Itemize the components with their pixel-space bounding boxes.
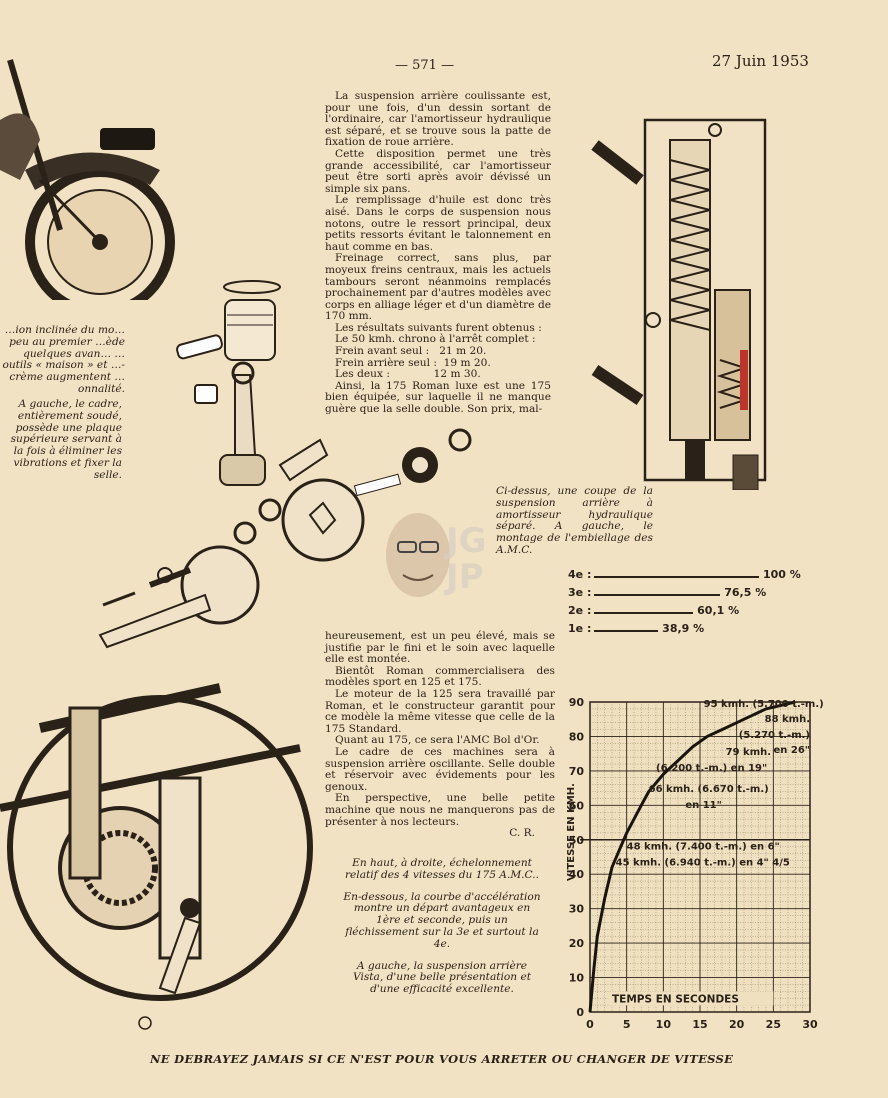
gear-label: 4e : (568, 568, 592, 581)
acceleration-curve (588, 700, 796, 1013)
y-tick-label: 90 (569, 696, 585, 709)
x-tick-label: 30 (802, 1018, 818, 1031)
y-tick-label: 60 (569, 799, 585, 812)
article-paragraph: Le remplissage d'huile est donc très ais… (325, 194, 551, 253)
article-column-bottom: heureusement, est un peu élevé, mais se … (325, 630, 555, 840)
y-tick-label: 70 (569, 765, 585, 778)
gear-row: 1e : 38,9 % (568, 622, 868, 640)
gear-row: 3e : 76,5 % (568, 586, 868, 604)
article-column-top: La suspension arrière coulissante est, p… (325, 90, 551, 416)
curve-annotation: 95 kmh. (5.700 t.-m.) (704, 699, 824, 710)
article-paragraph: Quant au 175, ce sera l'AMC Bol d'Or. (335, 734, 540, 747)
x-tick-label: 20 (729, 1018, 745, 1031)
svg-text:JP: JP (444, 557, 484, 597)
article-paragraph: Ainsi, la 175 Roman luxe est une 175 bie… (325, 379, 551, 416)
gear-ratio-value: 76,5 % (724, 586, 767, 599)
x-axis-label-bg (608, 991, 774, 1006)
curve-annotation: 66 kmh. (6.670 t.-m.) (649, 784, 769, 795)
gear-label: 2e : (568, 604, 592, 617)
gear-ratio-bar (594, 630, 659, 632)
curve-annotation: en 11" (685, 800, 722, 811)
svg-text:JG: JG (444, 521, 487, 561)
gear-ratio-bar (594, 594, 721, 596)
caption-suspension-section: Ci-dessus, une coupe de la suspension ar… (496, 485, 653, 556)
y-tick-label: 20 (569, 937, 585, 950)
y-tick-label: 0 (576, 1006, 584, 1019)
x-tick-label: 5 (623, 1018, 631, 1031)
gear-ratio-value: 100 % (763, 568, 801, 581)
curve-annotation: (6.200 t.-m.) en 19" (656, 763, 767, 774)
page-number: — 571 — (395, 58, 455, 73)
y-tick-label: 40 (569, 868, 585, 881)
y-tick-label: 50 (569, 834, 585, 847)
gear-label: 3e : (568, 586, 592, 599)
brake-result: Les deux : 12 m 30. (335, 368, 481, 381)
crankshaft-exploded-illustration (98, 280, 472, 649)
curve-annotation: 88 kmh. (765, 714, 810, 725)
curve-annotation: 48 kmh. (7.400 t.-m.) en 6" (627, 841, 780, 852)
article-paragraph: Le cadre de ces machines sera à suspensi… (325, 745, 555, 793)
article-paragraph: Le moteur de la 125 sera travaillé par R… (325, 687, 555, 735)
y-tick-label: 30 (569, 903, 585, 916)
brake-result: Frein avant seul : 21 m 20. (335, 345, 487, 358)
caption-acceleration: En-dessous, la courbe d'accélération mon… (343, 890, 541, 950)
x-axis-label: TEMPS EN SECONDES (612, 993, 739, 1005)
article-paragraph: Les résultats suivants furent obtenus : (335, 321, 542, 334)
curve-annotation: 79 kmh. (726, 747, 771, 758)
caption-chart-block: En haut, à droite, échelonnement relatif… (342, 857, 542, 1006)
caption-frame: A gauche, le cadre, entièrement soudé, p… (10, 398, 122, 481)
suspension-cross-section-illustration (591, 118, 767, 490)
gear-ratio-bar (594, 612, 694, 614)
author-signature: C. R. (509, 827, 535, 840)
footer-slogan: NE DEBRAYEZ JAMAIS SI CE N'EST POUR VOUS… (150, 1052, 734, 1066)
x-tick-label: 0 (586, 1018, 594, 1031)
article-paragraph: Bientôt Roman commercialisera des modèle… (325, 664, 555, 689)
gear-row: 4e : 100 % (568, 568, 868, 586)
caption-motorcycle: …ion inclinée du mo… peu au premier …ède… (2, 324, 125, 395)
article-paragraph: En perspective, une belle petite machine… (325, 792, 555, 828)
gear-ratio-value: 60,1 % (697, 604, 740, 617)
gear-ratio-value: 38,9 % (662, 622, 705, 635)
y-tick-label: 80 (569, 730, 585, 743)
gear-ratio-bar (594, 576, 759, 578)
author-portrait-watermark: JG JP (386, 513, 487, 597)
curve-annotation: 45 kmh. (6.940 t.-m.) en 4" 4/5 (616, 858, 790, 869)
caption-gears: En haut, à droite, échelonnement relatif… (344, 857, 540, 881)
caption-vista-suspension: A gauche, la suspension arrière Vista, d… (353, 959, 531, 996)
gear-label: 1e : (568, 622, 592, 635)
article-paragraph: heureusement, est un peu élevé, mais se … (325, 630, 555, 666)
y-tick-label: 10 (569, 972, 585, 985)
article-paragraph: Cette disposition permet une très grande… (325, 147, 551, 195)
motorcycle-illustration (0, 59, 175, 300)
curve-annotation: en 26" (773, 745, 810, 756)
x-tick-label: 10 (656, 1018, 672, 1031)
acceleration-chart: 0 10 20 30 40 50 60 70 80 90 0 5 10 15 20 25 30 VITESSE E… (566, 696, 824, 1031)
x-tick-label: 15 (692, 1018, 707, 1031)
y-axis-label: VITESSE EN KMH. (566, 783, 577, 881)
curve-annotation: (5.270 t.-m.) (739, 730, 810, 741)
gear-row: 2e : 60,1 % (568, 604, 868, 622)
brake-result: Le 50 kmh. chrono à l'arrêt complet : (335, 333, 536, 346)
vista-rear-suspension-illustration (0, 683, 313, 1030)
x-tick-label: 25 (766, 1018, 781, 1031)
gear-ratio-diagram: 4e : 100 % 3e : 76,5 % 2e : 60,1 % 1e : 38,9 % (568, 568, 868, 638)
article-paragraph: Freinage correct, sans plus, par moyeux … (325, 252, 551, 323)
article-paragraph: La suspension arrière coulissante est, p… (325, 90, 551, 149)
brake-result: Frein arrière seul : 19 m 20. (335, 356, 491, 369)
issue-date: 27 Juin 1953 (712, 52, 809, 70)
